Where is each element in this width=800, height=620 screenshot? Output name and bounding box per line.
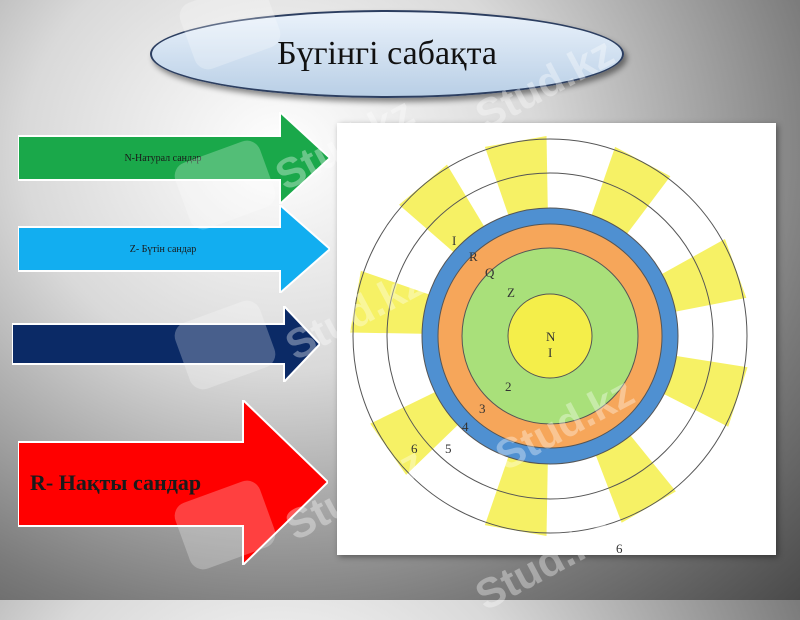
center-letter-n: N bbox=[546, 329, 556, 344]
ring-number-6-left: 6 bbox=[411, 441, 418, 456]
ring-number-4: 4 bbox=[462, 419, 469, 434]
yellow-ray bbox=[595, 435, 676, 523]
number-sets-diagram-svg: N I I R Q Z 2 3 4 5 6 6 bbox=[350, 136, 748, 556]
arrow-integers-label: Z- Бүтін сандар bbox=[129, 243, 197, 255]
yellow-ray bbox=[484, 136, 548, 215]
ring-number-6-bottom: 6 bbox=[616, 541, 623, 555]
yellow-ray bbox=[664, 356, 748, 427]
ring-letter-q: Q bbox=[485, 265, 495, 280]
center-letter-i: I bbox=[548, 345, 552, 360]
slide-title: Бүгінгі сабақта bbox=[150, 10, 624, 98]
arrow-rational-numbers-label bbox=[12, 306, 292, 382]
arrow-real-numbers-label: R- Нақты сандар bbox=[30, 469, 202, 495]
arrow-rational-numbers-shape bbox=[12, 306, 320, 382]
outer-ring-1 bbox=[386, 172, 714, 500]
ring-natural bbox=[507, 293, 593, 379]
ring-number-5: 5 bbox=[445, 441, 452, 456]
ring-letter-z: Z bbox=[507, 285, 515, 300]
yellow-rays bbox=[350, 136, 748, 536]
yellow-ray bbox=[350, 270, 429, 334]
slide-title-text: Бүгінгі сабақта bbox=[277, 35, 497, 72]
outer-ring-2 bbox=[352, 138, 748, 534]
yellow-ray bbox=[399, 164, 485, 253]
ring-letter-r: R bbox=[469, 249, 478, 264]
arrow-integers-shape bbox=[18, 205, 330, 293]
arrow-natural-numbers-label: N-Натурал сандар bbox=[124, 152, 202, 164]
arrow-integers: Z- Бүтін сандар bbox=[18, 205, 330, 293]
yellow-ray bbox=[484, 457, 548, 536]
arrow-natural-numbers: N-Натурал сандар bbox=[18, 112, 330, 204]
ring-letter-i: I bbox=[452, 233, 456, 248]
yellow-ray bbox=[661, 239, 747, 312]
yellow-ray bbox=[591, 146, 671, 234]
ring-number-2: 2 bbox=[505, 379, 512, 394]
ring-number-3: 3 bbox=[479, 401, 486, 416]
number-sets-diagram: N I I R Q Z 2 3 4 5 6 6 bbox=[337, 123, 776, 556]
arrow-real-numbers-shape bbox=[18, 400, 328, 565]
arrow-real-numbers: R- Нақты сандар bbox=[18, 400, 328, 565]
arrow-natural-numbers-shape bbox=[18, 112, 330, 204]
arrow-rational-numbers bbox=[12, 306, 320, 382]
